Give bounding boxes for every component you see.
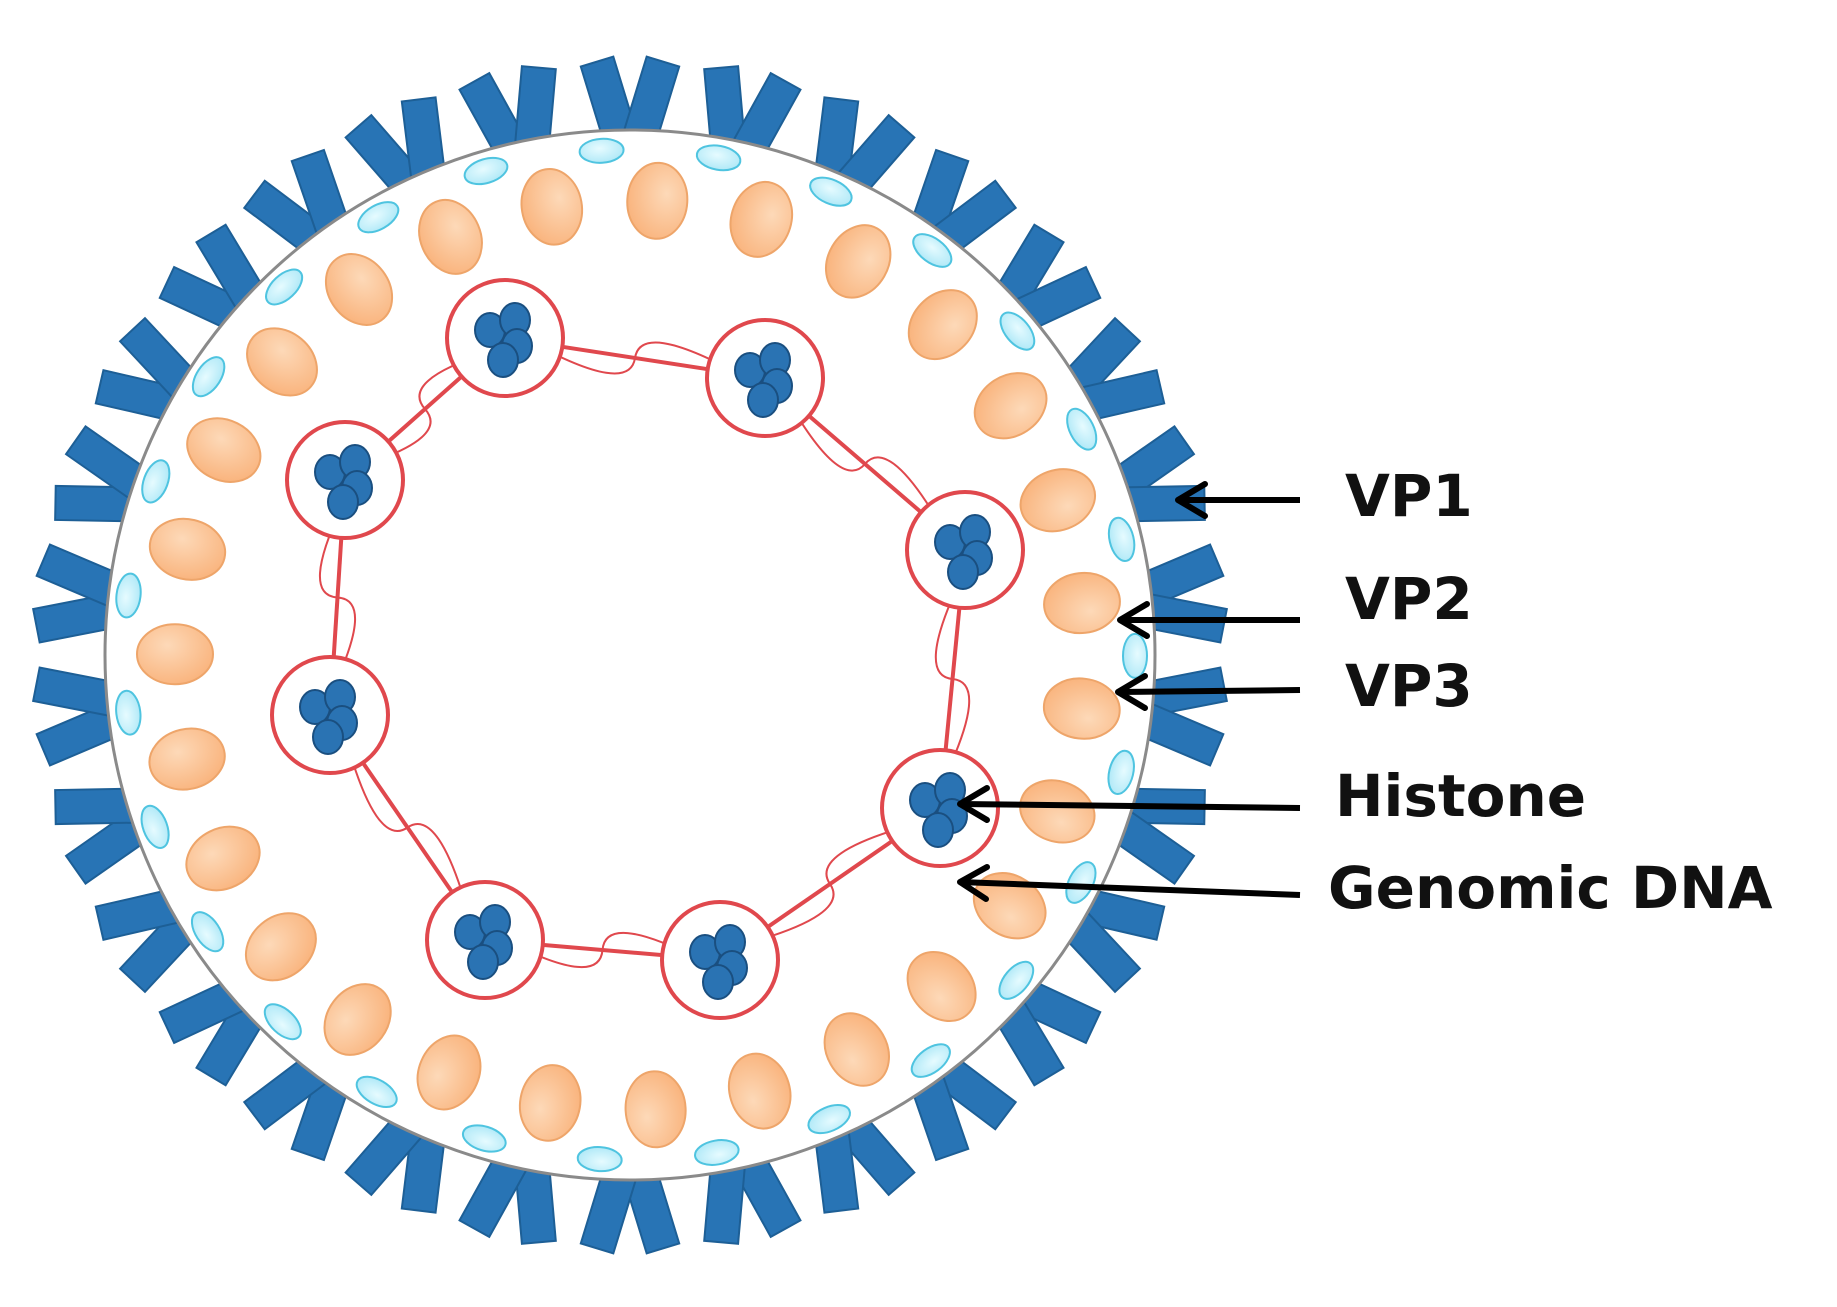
genomic-dna-label: Genomic DNA [1328,854,1773,922]
vp3-protein-icon [1019,779,1096,844]
vp2-protein-icon [578,137,625,164]
vp2-protein-icon [1066,407,1098,451]
vp2-protein-icon [357,201,400,234]
nucleosome [880,748,1000,868]
vp3-protein-icon [729,181,794,258]
vp3-protein-icon [244,912,317,982]
dna-strand-icon [344,737,471,918]
vp2-protein-icon [115,689,142,736]
dna-strand-icon [319,503,356,692]
vp3-protein-icon [323,983,392,1056]
vp2-protein-icon [694,1139,740,1166]
vp3-protein-icon [148,727,226,791]
vp2-protein-icon [115,572,142,619]
nucleosome [445,278,565,398]
dna-strand-icon [934,575,971,783]
histone-label: Histone [1335,762,1586,830]
vp3-protein-icon [973,372,1048,440]
vp2-protein-icon [463,156,509,186]
vp3-protein-icon [1042,677,1121,740]
nucleosome-layer [270,278,1025,1020]
vp1-arrow [1175,481,1300,519]
capsid-inner-boundary [103,128,1157,1182]
histone-cluster-icon [454,904,513,980]
vp2-arrow [1117,601,1300,639]
vp2-protein-icon [263,1003,302,1041]
vp2-protein-icon [910,1043,951,1078]
histone-arrow [957,785,1301,823]
histone-cluster-icon [314,444,373,520]
vp3-protein-icon [246,327,318,397]
histone-cluster-icon [734,342,793,418]
vp1-label: VP1 [1345,462,1473,530]
dna-strand-icon [530,341,740,375]
vp2-protein-icon [190,911,225,953]
dna-strand-icon [784,394,946,534]
vp3-protein-icon [136,623,214,686]
vp2-protein-icon [998,960,1035,1000]
vp3-protein-icon [823,1012,890,1087]
vp3-protein-layer [136,161,1121,1149]
vp2-protein-icon [1107,516,1136,562]
vp3-protein-icon [907,289,978,361]
nucleosome [705,318,825,438]
dna-strand-icon [508,931,697,969]
vp2-protein-icon [809,176,853,207]
vp2-protein-icon [576,1146,623,1173]
vp2-protein-icon [265,268,304,306]
vp2-protein-icon [695,144,742,172]
label-arrows [957,481,1301,902]
vp3-protein-icon [148,517,227,581]
vp2-protein-icon [1121,632,1149,679]
vp2-protein-icon [191,356,226,398]
vp2-protein-icon [999,311,1036,351]
vp3-protein-icon [418,199,483,275]
vp2-protein-icon [140,804,170,849]
vp3-protein-icon [324,253,394,326]
histone-cluster-icon [934,514,993,590]
vp3-protein-icon [518,1064,582,1142]
histone-cluster-icon [474,302,533,378]
vp3-protein-icon [416,1034,482,1111]
nucleosome [905,490,1025,610]
histone-cluster-icon [909,772,968,848]
vp3-label: VP3 [1345,652,1473,720]
dna-strand-icon [360,351,490,467]
histone-cluster-icon [689,924,748,1000]
vp3-protein-icon [1043,571,1121,635]
vp3-protein-icon [825,224,892,299]
genomic-dna-arrow [957,864,1301,902]
histone-cluster-icon [299,679,358,755]
vp2-label: VP2 [1345,565,1473,633]
vp2-protein-layer [115,137,1149,1173]
nucleosome [285,420,405,540]
dna-strand-icon [741,822,919,946]
vp2-protein-icon [461,1124,507,1153]
vp3-protein-icon [727,1052,792,1130]
vp2-protein-icon [912,233,953,268]
vp3-protein-icon [1019,468,1096,533]
vp3-protein-icon [624,1070,687,1149]
vp3-protein-icon [185,825,261,892]
vp2-protein-icon [807,1104,851,1135]
vp2-protein-icon [1107,749,1135,795]
nucleosome [425,880,545,1000]
vp3-protein-icon [186,417,262,483]
vp3-arrow [1115,673,1301,711]
vp2-protein-icon [141,459,171,504]
vp3-protein-icon [626,161,689,240]
vp3-protein-icon [906,951,977,1022]
nucleosome [660,900,780,1020]
vp2-protein-icon [355,1075,398,1109]
vp3-protein-icon [520,168,584,246]
nucleosome [270,655,390,775]
